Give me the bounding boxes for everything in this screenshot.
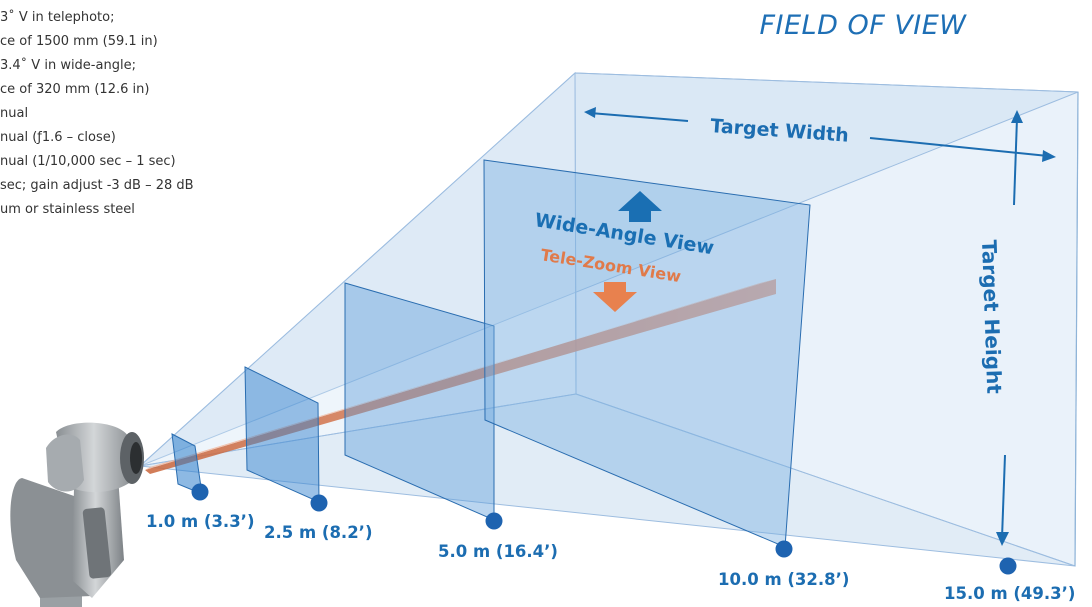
tele-zoom-arrow-icon (593, 282, 637, 312)
target-width-arrow (584, 107, 1056, 162)
spec-line: sec; gain adjust -3 dB – 28 dB (0, 178, 194, 193)
diagram-title: FIELD OF VIEW (759, 10, 967, 41)
distance-label-1m: 1.0 m (3.3’) (146, 512, 255, 531)
target-height-arrow (996, 110, 1023, 546)
spec-line: um or stainless steel (0, 202, 135, 217)
spec-line: nual (1/10,000 sec – 1 sec) (0, 154, 176, 169)
spec-line: nual (ƒ1.6 – close) (0, 130, 116, 145)
spec-line: 3˚ V in telephoto; (0, 10, 115, 25)
distance-marker (191, 483, 209, 501)
distance-label-15m: 15.0 m (49.3’) (944, 584, 1075, 603)
spec-list: 3˚ V in telephoto; ce of 1500 mm (59.1 i… (0, 8, 194, 224)
frustum-front-edge (1074, 91, 1079, 567)
distance-marker (999, 557, 1017, 575)
frustum-bottom-face (139, 393, 1076, 567)
distance-label-10m: 10.0 m (32.8’) (718, 570, 849, 589)
distance-marker (775, 540, 793, 558)
distance-label-2-5m: 2.5 m (8.2’) (264, 523, 373, 542)
distance-marker (310, 494, 328, 512)
spec-line: nual (0, 106, 29, 121)
distance-marker (485, 512, 503, 530)
target-height-label: Target Height (977, 239, 1006, 394)
ptz-camera-icon (10, 422, 144, 607)
spec-line: ce of 320 mm (12.6 in) (0, 82, 150, 97)
spec-line: 3.4˚ V in wide-angle; (0, 58, 136, 73)
wide-angle-arrow-icon (618, 191, 662, 222)
spec-line: ce of 1500 mm (59.1 in) (0, 34, 158, 49)
distance-label-5m: 5.0 m (16.4’) (438, 542, 558, 561)
